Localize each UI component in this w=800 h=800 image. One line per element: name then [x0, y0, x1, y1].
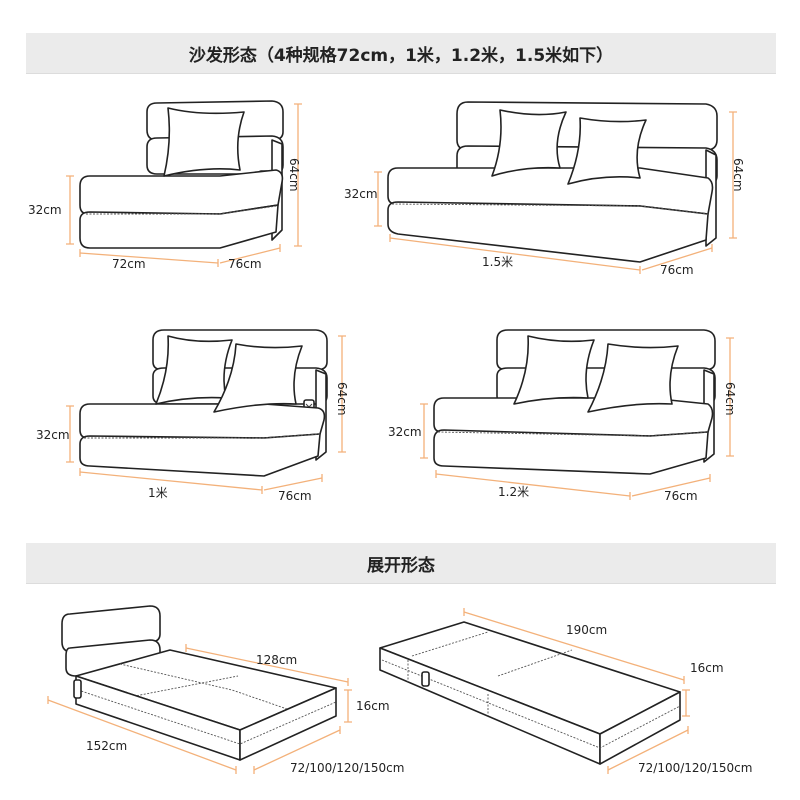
sofa-150-height-label: 64cm	[731, 158, 745, 192]
sofa-120-depth-label: 76cm	[664, 489, 698, 503]
sofa-100-drawing	[79, 329, 328, 477]
sofa-72-seat-height-label: 32cm	[28, 203, 62, 217]
sofa-72-width-label: 72cm	[112, 257, 146, 271]
sofa-120-drawing	[433, 329, 716, 475]
chaise-thickness-label: 16cm	[356, 699, 390, 713]
sofa-120-seat-height-label: 32cm	[388, 425, 422, 439]
sofa-100-height-label: 64cm	[335, 382, 349, 416]
sofa-150-drawing	[387, 101, 718, 263]
unfolded-chaise-measurements	[47, 644, 352, 774]
sofa-72cm-measurements	[66, 103, 302, 267]
chaise-length-label: 152cm	[86, 739, 127, 753]
sofa-100-seat-height-label: 32cm	[36, 428, 70, 442]
unfolded-section-title: 展开形态	[367, 555, 435, 576]
sofa-150-seat-height-label: 32cm	[344, 187, 378, 201]
sofa-150-measurements	[374, 111, 737, 274]
sofa-150-depth-label: 76cm	[660, 263, 694, 277]
sofa-100-measurements	[66, 335, 346, 494]
sofa-100-depth-label: 76cm	[278, 489, 312, 503]
mattress-length-label: 190cm	[566, 623, 607, 637]
mattress-thickness-label: 16cm	[690, 661, 724, 675]
unfolded-section-banner: 展开形态	[26, 543, 776, 584]
sofa-72-height-label: 64cm	[287, 158, 301, 192]
sofa-120-height-label: 64cm	[723, 382, 737, 416]
sofa-72-depth-label: 76cm	[228, 257, 262, 271]
sofa-72cm-drawing	[79, 100, 284, 249]
mattress-widths-label: 72/100/120/150cm	[638, 761, 752, 775]
sofa-150-width-label: 1.5米	[482, 255, 513, 269]
sofa-120-width-label: 1.2米	[498, 485, 529, 499]
chaise-widths-label: 72/100/120/150cm	[290, 761, 404, 775]
unfolded-chaise-drawing	[61, 605, 337, 761]
sofa-120-measurements	[420, 337, 734, 500]
folded-section-title: 沙发形态（4种规格72cm，1米，1.2米，1.5米如下）	[188, 45, 614, 66]
sofa-100-width-label: 1米	[148, 486, 168, 500]
chaise-length-top-label: 128cm	[256, 653, 297, 667]
unfolded-mattress-drawing	[379, 621, 681, 765]
folded-section-banner: 沙发形态（4种规格72cm，1米，1.2米，1.5米如下）	[26, 33, 776, 74]
unfolded-mattress-measurements	[463, 608, 690, 774]
